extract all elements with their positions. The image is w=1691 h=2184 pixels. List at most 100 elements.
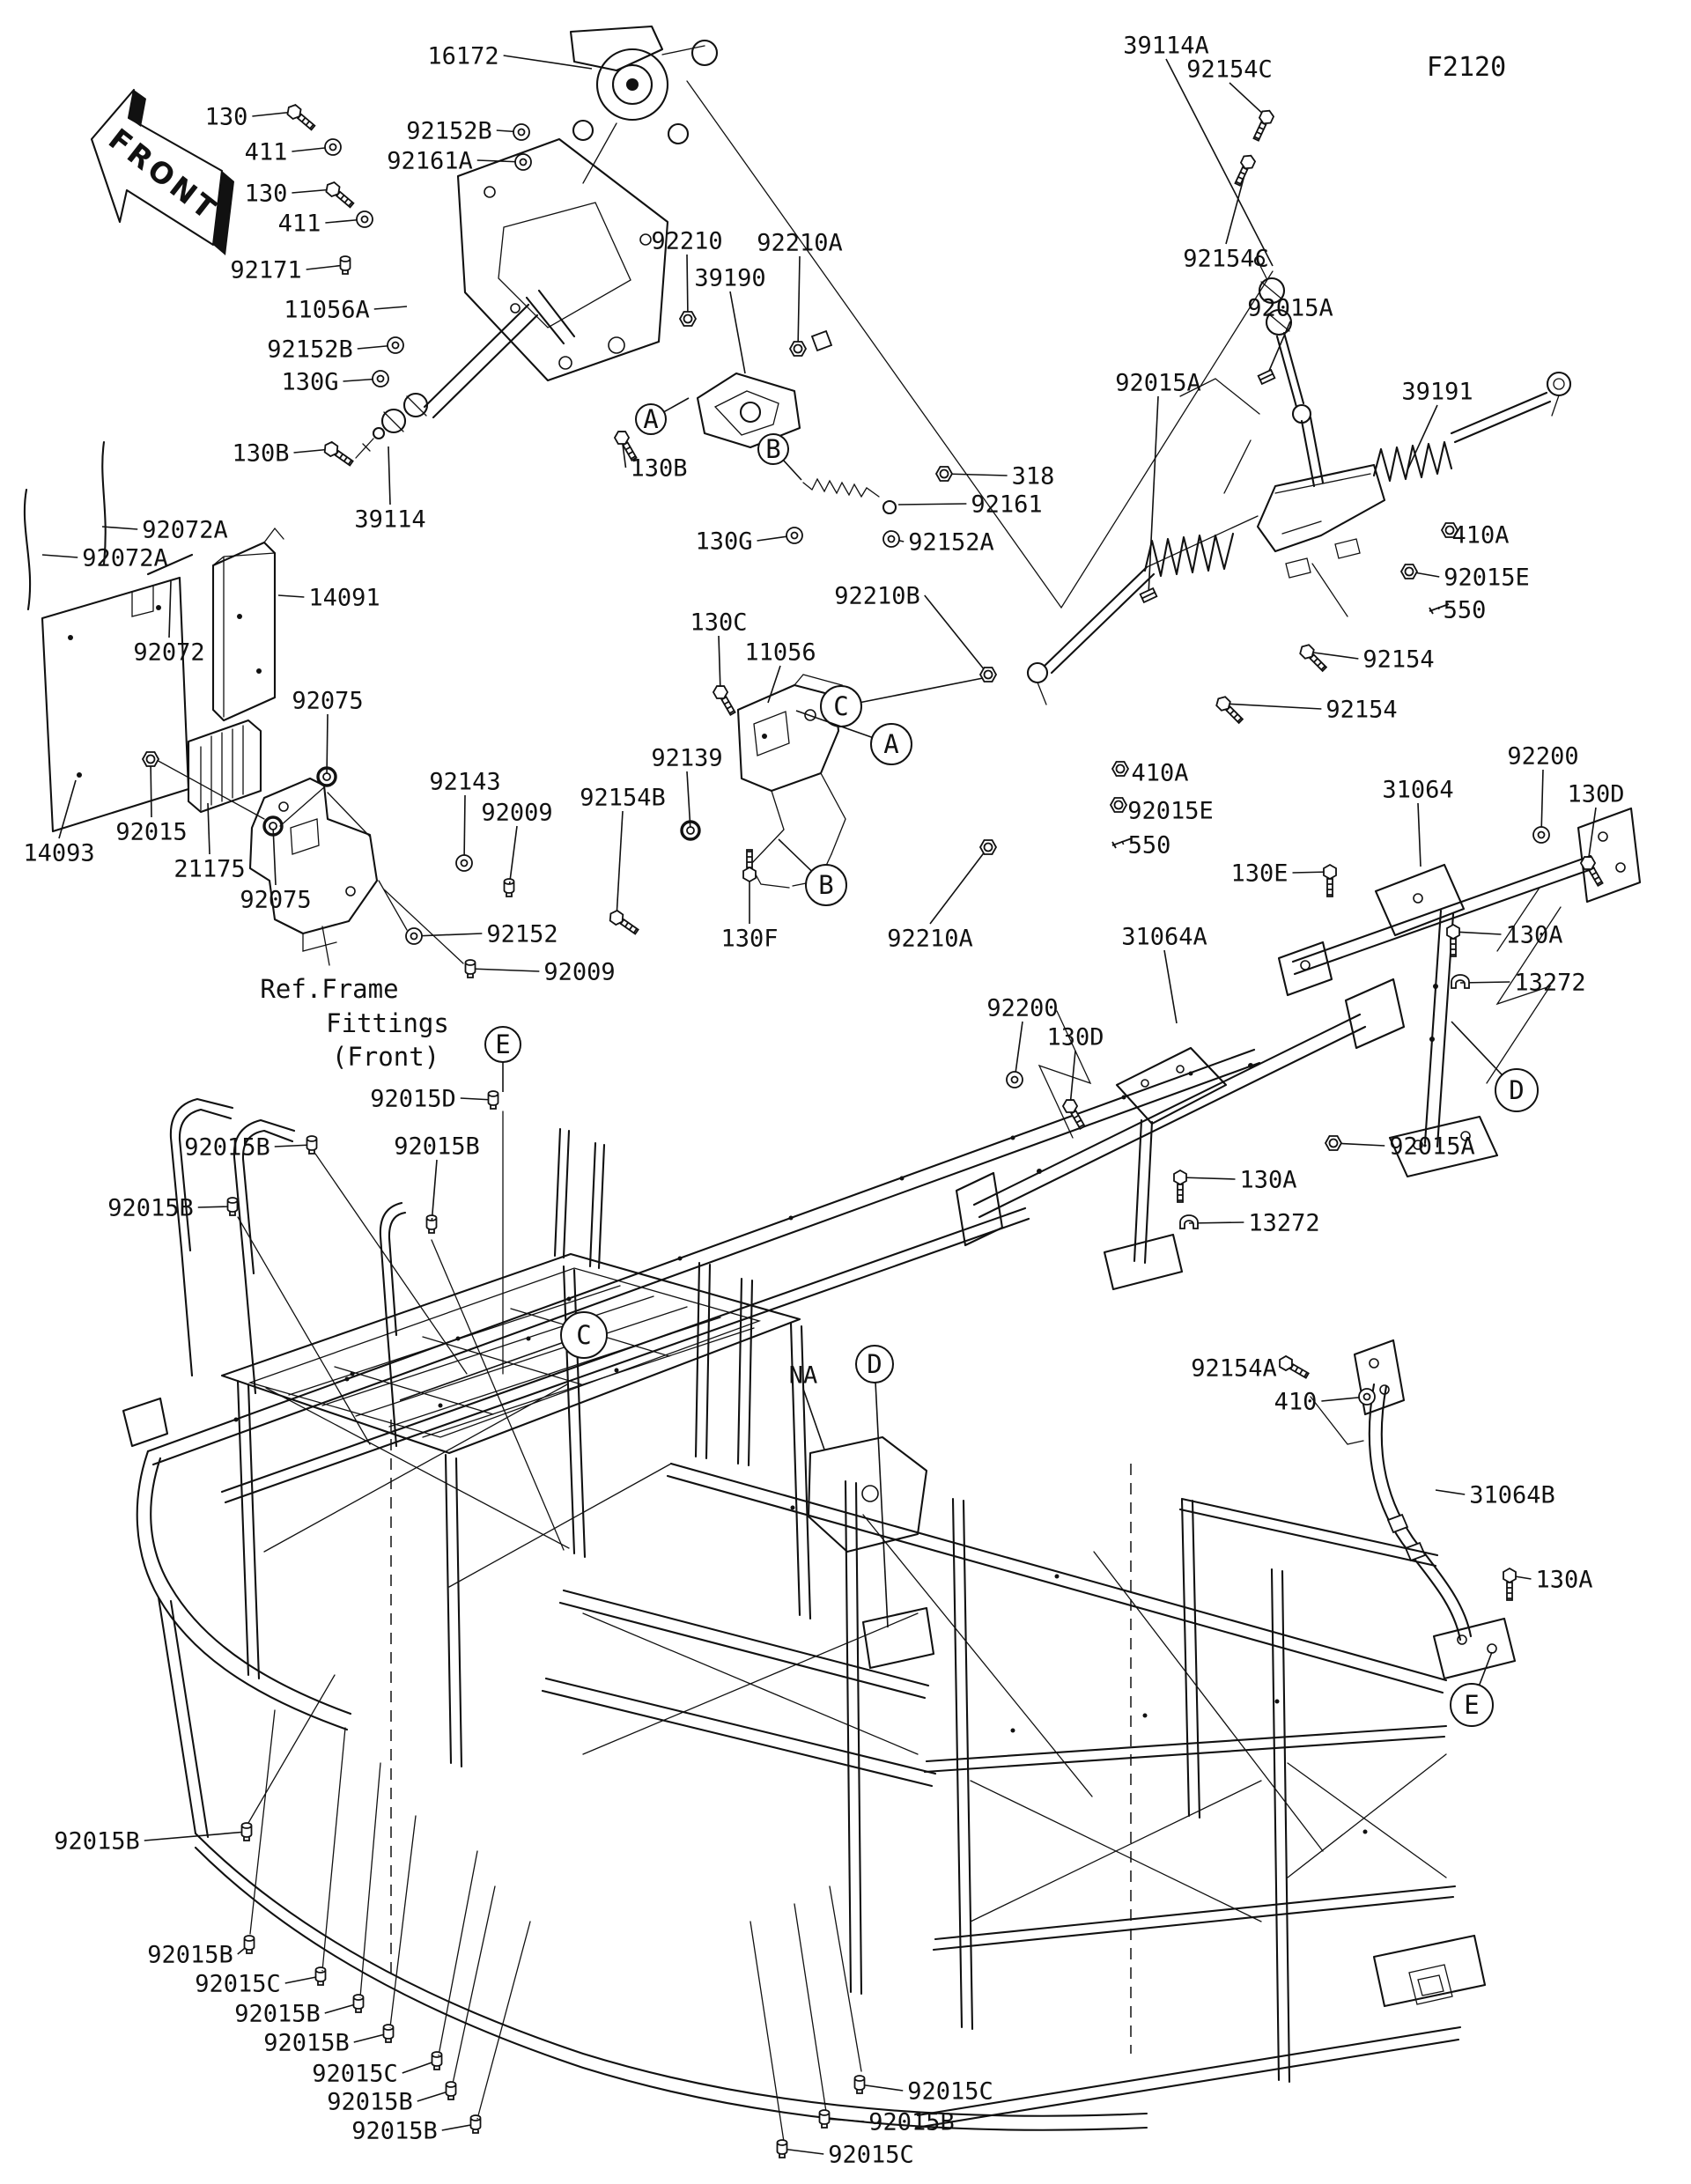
part-number-text: 92015A <box>1247 295 1333 322</box>
part-label-130C: 130C <box>690 609 748 716</box>
part-number-text: 92152A <box>908 529 994 557</box>
part-label-NA: NA <box>789 1362 825 1450</box>
part-number-text: 130G <box>695 528 752 556</box>
part-number-text: 21175 <box>174 856 245 883</box>
part-number-text: 31064 <box>1382 777 1453 804</box>
part-number-text: 92154A <box>1191 1355 1277 1383</box>
washer-icon <box>786 527 803 544</box>
part-number-text: 92015B <box>107 1195 194 1222</box>
part-label-92210: 92210 <box>651 228 723 327</box>
part-number-text: 92072 <box>133 639 204 667</box>
part-label-410: 410 <box>1274 1388 1376 1416</box>
grommet-icon <box>316 766 337 787</box>
part-number-text: 130B <box>232 440 289 468</box>
washer-icon <box>513 123 530 141</box>
bolt-icon <box>1234 154 1257 187</box>
part-number-text: 14093 <box>23 840 94 867</box>
part-label-92015D: 92015D <box>370 1086 499 1113</box>
screw-icon <box>503 878 515 897</box>
bolt-icon <box>742 849 757 883</box>
screw-icon <box>776 2139 788 2158</box>
part-number-text: 92015C <box>195 1971 281 1998</box>
bolt-icon <box>712 685 736 716</box>
part-label-31064A: 31064A <box>1121 924 1207 1024</box>
washer-icon <box>356 210 373 228</box>
part-number-text: 39114 <box>354 506 425 534</box>
washer-icon <box>387 336 404 354</box>
part-label-130G: 130G <box>695 527 803 556</box>
pin-icon <box>1429 603 1450 615</box>
part-label-92075: 92075 <box>240 815 312 914</box>
part-label-318: 318 <box>934 463 1054 491</box>
part-number-text: 550 <box>1128 832 1171 860</box>
bolt-icon <box>1061 1099 1086 1130</box>
part-label-11056: 11056 <box>744 639 816 704</box>
part-number-text: 130D <box>1567 781 1624 808</box>
part-label-92152B: 92152B <box>406 118 530 145</box>
nut-icon <box>978 839 998 855</box>
part-number-text: 130C <box>690 609 747 637</box>
ref-balloon-C: C <box>820 677 984 727</box>
part-label-92161A: 92161A <box>387 148 532 175</box>
bolt-icon <box>1215 696 1244 725</box>
balloon-letter-text: A <box>643 404 658 434</box>
bolt-icon <box>1299 644 1328 673</box>
steering-column-art <box>355 25 1274 609</box>
nut-icon <box>1399 564 1419 579</box>
part-label-92015A: 92015A <box>1324 1133 1475 1161</box>
nut-icon <box>141 751 160 767</box>
part-number-text: 92171 <box>230 257 301 284</box>
part-number-text: 130 <box>245 181 288 208</box>
washer-icon <box>455 854 473 872</box>
part-label-92072A: 92072A <box>41 545 168 572</box>
part-number-text: 92154C <box>1186 56 1273 84</box>
part-number-text: 92015E <box>1444 564 1530 592</box>
nut-icon <box>1440 522 1459 538</box>
washer-icon <box>882 530 900 548</box>
part-number-text: 92154 <box>1325 697 1397 724</box>
part-number-text: 13272 <box>1514 970 1585 997</box>
washer-icon <box>1006 1071 1023 1088</box>
part-number-text: 92015E <box>1127 798 1214 825</box>
screw-icon <box>464 959 476 978</box>
part-number-text: 92210B <box>834 583 920 610</box>
balloon-letter-text: C <box>576 1320 591 1350</box>
part-label-21175: 21175 <box>174 802 246 883</box>
balloon-circle <box>1495 1068 1539 1112</box>
bolt-icon <box>613 431 638 461</box>
balloon-letter-text: D <box>1509 1075 1524 1105</box>
screw-icon <box>240 1822 253 1841</box>
part-label-39190: 39190 <box>694 265 766 374</box>
part-number-text: 16172 <box>427 43 498 70</box>
part-label-130B: 130B <box>613 431 688 483</box>
balloon-letter-text: B <box>818 870 833 900</box>
part-label-92152B: 92152B <box>267 336 404 364</box>
grommet-icon <box>262 815 284 837</box>
part-label-11056A: 11056A <box>284 297 408 324</box>
part-label-92200: 92200 <box>1507 743 1579 844</box>
clamp-icon <box>1451 974 1470 989</box>
part-label-92015C: 92015C <box>853 2075 993 2106</box>
part-label-92015B: 92015B <box>234 1994 365 2028</box>
part-label-92015C: 92015C <box>312 2051 443 2088</box>
part-label-550: 550 <box>1111 832 1171 860</box>
clip-icon <box>1139 587 1158 604</box>
balloon-letter-text: E <box>495 1029 510 1059</box>
part-number-text: 92015B <box>351 2118 438 2145</box>
part-label-130A: 130A <box>1173 1167 1297 1203</box>
ref-note-line2: Fittings <box>326 1008 449 1038</box>
ref-balloon-E: E <box>484 1026 521 1092</box>
part-number-text: NA <box>789 1362 818 1390</box>
page-code: F2120 <box>1427 52 1506 83</box>
part-label-31064: 31064 <box>1382 777 1454 867</box>
part-label-550: 550 <box>1429 597 1486 624</box>
balloon-letter-text: D <box>867 1349 882 1379</box>
part-label-92171: 92171 <box>230 255 351 284</box>
part-number-text: 92072A <box>82 545 168 572</box>
balloon-circle <box>805 864 847 906</box>
ref-note-line3: (Front) <box>332 1042 439 1072</box>
clamp-icon <box>1179 1214 1199 1229</box>
washer-icon <box>1358 1388 1376 1406</box>
ref-balloon-A: A <box>795 710 912 765</box>
